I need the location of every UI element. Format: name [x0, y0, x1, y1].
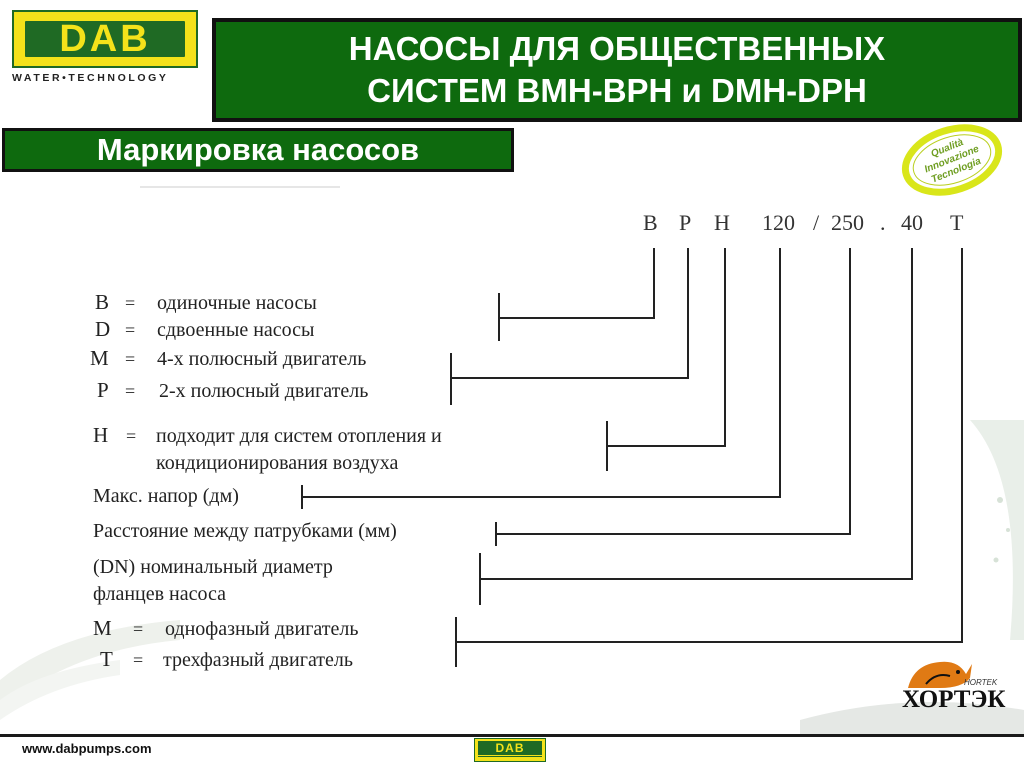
dab-logo: DAB WATER•TECHNOLOGY [8, 6, 198, 90]
hortek-name: ХОРТЭК [902, 686, 1006, 713]
legend-eq: = [133, 619, 144, 639]
connector-h [607, 248, 726, 447]
legend-row: M = однофазный двигатель [93, 616, 359, 641]
code-char-distance: 250 [831, 210, 864, 235]
page-title: НАСОСЫ ДЛЯ ОБЩЕСТВЕННЫХ СИСТЕМ BMH-BPH и… [348, 30, 886, 109]
legend-text: (DN) номинальный диаметр [93, 556, 333, 578]
legend-eq: = [125, 320, 136, 340]
legend-text: фланцев насоса [93, 583, 226, 605]
legend-letter: D [95, 317, 111, 341]
legend-row: (DN) номинальный диаметр [93, 555, 333, 579]
code-char-h: H [714, 210, 730, 235]
footer-dab-logo: DAB [474, 738, 546, 762]
legend-text: однофазный двигатель [165, 618, 359, 640]
legend-text: Макс. напор (дм) [93, 485, 239, 507]
code-char-p: P [679, 210, 692, 235]
dab-logo-subtitle: WATER•TECHNOLOGY [12, 72, 169, 84]
legend-row: D = сдвоенные насосы [95, 317, 314, 342]
decorative-swoosh-right [970, 420, 1024, 640]
legend-text: одиночные насосы [157, 292, 317, 314]
connector-dn [480, 248, 913, 580]
legend-eq: = [126, 426, 137, 446]
footer-divider [0, 734, 1024, 737]
legend-text: 4-х полюсный двигатель [157, 348, 367, 370]
legend-text: подходит для систем отопления и [156, 425, 442, 447]
quality-stamp-icon: Qualità Innovazione Tecnologia [901, 124, 1003, 196]
legend-letter: P [97, 378, 109, 402]
subtitle-banner: Маркировка насосов [2, 128, 514, 172]
legend-row: M = 4-х полюсный двигатель [90, 346, 366, 371]
legend-eq: = [125, 381, 136, 401]
fox-icon [908, 661, 972, 688]
decorative-swoosh-left [0, 620, 180, 720]
footer-dab-logo-text: DAB [478, 741, 542, 755]
legend-letter: B [95, 290, 110, 314]
code-char-dot: . [880, 210, 886, 235]
legend-eq: = [125, 349, 136, 369]
legend-letter: T [100, 647, 113, 671]
connector-phase [456, 248, 963, 643]
connector-head [302, 248, 781, 498]
legend-letter: M [93, 616, 112, 640]
legend-eq: = [133, 650, 144, 670]
code-char-t: T [950, 210, 964, 235]
code-char-head: 120 [762, 210, 795, 235]
code-char-dn: 40 [901, 210, 923, 235]
legend-text: 2-х полюсный двигатель [159, 380, 369, 402]
website-link[interactable]: www.dabpumps.com [22, 741, 152, 756]
legend-row-continued: кондиционирования воздуха [156, 451, 398, 475]
legend-row: T = трехфазный двигатель [100, 647, 353, 672]
legend-row: Макс. напор (дм) [93, 484, 239, 508]
legend-text: кондиционирования воздуха [156, 452, 399, 474]
dab-logo-inner: DAB [22, 18, 188, 60]
footer-dab-logo-strip [478, 756, 542, 761]
dab-logo-badge: DAB [12, 10, 198, 68]
legend-row: Расстояние между патрубками (мм) [93, 519, 397, 543]
legend-row-continued: фланцев насоса [93, 582, 226, 606]
divider [140, 186, 340, 188]
legend-row: H = подходит для систем отопления и [93, 423, 442, 448]
legend-letter: M [90, 346, 109, 370]
legend-text: Расстояние между патрубками (мм) [93, 520, 397, 542]
decorative-swoosh-bottom [800, 702, 1024, 736]
dab-logo-text: DAB [59, 18, 151, 60]
legend-eq: = [125, 293, 136, 313]
connector-p [451, 248, 689, 379]
hortek-tagline: HORTEK [964, 678, 998, 687]
section-title: Маркировка насосов [96, 132, 420, 167]
legend-row: B = одиночные насосы [95, 290, 317, 315]
legend-letter: H [93, 423, 109, 447]
legend-row: P = 2-х полюсный двигатель [97, 378, 368, 403]
legend-text: сдвоенные насосы [157, 319, 315, 341]
hortek-logo: HORTEK ХОРТЭК [900, 658, 1018, 720]
legend-text: трехфазный двигатель [163, 649, 354, 671]
title-banner: НАСОСЫ ДЛЯ ОБЩЕСТВЕННЫХ СИСТЕМ BMH-BPH и… [212, 18, 1022, 122]
code-char-slash: / [813, 210, 820, 235]
connector-distance [496, 248, 851, 535]
connector-b [499, 248, 655, 319]
code-char-b: B [643, 210, 658, 235]
